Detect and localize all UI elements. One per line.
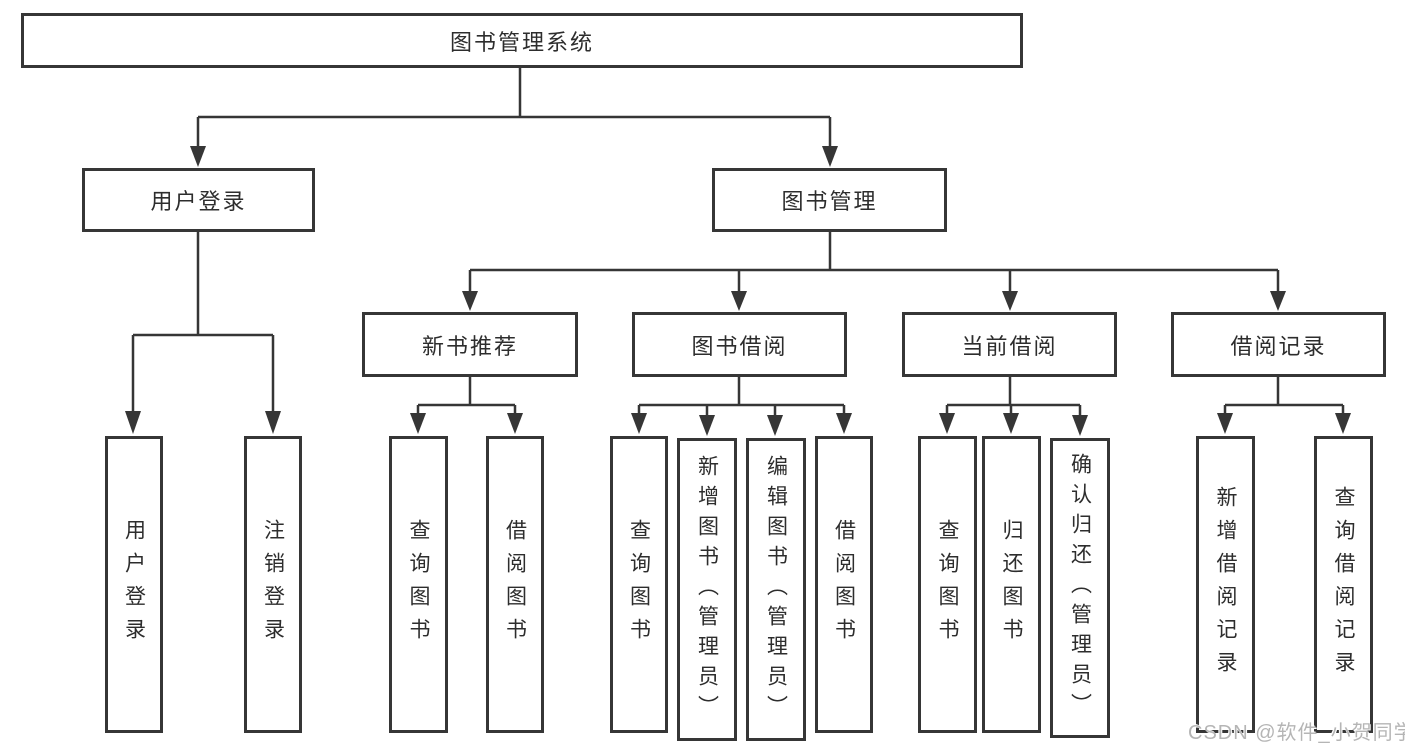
- leaf-edit-book-admin: 编辑图书（管理员）: [746, 438, 806, 741]
- node-current-borrow: 当前借阅: [902, 312, 1117, 377]
- leaf-user-login: 用户登录: [105, 436, 163, 733]
- node-book-management: 图书管理: [712, 168, 947, 232]
- leaf-query-books-1-label: 查询图书: [407, 518, 430, 651]
- leaf-query-books-2: 查询图书: [610, 436, 668, 733]
- leaf-query-books-3-label: 查询图书: [936, 518, 959, 651]
- leaf-add-borrow-record-label: 新增借阅记录: [1214, 485, 1237, 684]
- leaf-borrow-books-1: 借阅图书: [486, 436, 544, 733]
- arrowheads: [125, 146, 1351, 436]
- leaf-user-login-label: 用户登录: [122, 518, 146, 651]
- node-new-book-recommend: 新书推荐: [362, 312, 578, 377]
- leaf-query-borrow-record-label: 查询借阅记录: [1332, 485, 1355, 684]
- leaf-return-book: 归还图书: [982, 436, 1041, 733]
- leaf-logout-label: 注销登录: [261, 518, 285, 651]
- leaf-logout: 注销登录: [244, 436, 302, 733]
- leaf-borrow-books-1-label: 借阅图书: [503, 518, 527, 651]
- leaf-add-borrow-record: 新增借阅记录: [1196, 436, 1255, 733]
- leaf-add-book-admin-label: 新增图书（管理员）: [695, 454, 719, 725]
- leaf-confirm-return-admin-label: 确认归还（管理员）: [1068, 453, 1092, 723]
- leaf-confirm-return-admin: 确认归还（管理员）: [1050, 438, 1110, 738]
- leaf-add-book-admin: 新增图书（管理员）: [677, 438, 737, 741]
- leaf-query-books-2-label: 查询图书: [627, 518, 651, 651]
- leaf-borrow-books-2: 借阅图书: [815, 436, 873, 733]
- leaf-query-borrow-record: 查询借阅记录: [1314, 436, 1373, 733]
- leaf-return-book-label: 归还图书: [1000, 518, 1023, 651]
- leaf-query-books-1: 查询图书: [389, 436, 448, 733]
- leaf-edit-book-admin-label: 编辑图书（管理员）: [764, 454, 788, 725]
- watermark: CSDN @软件_小贺同学: [1188, 722, 1405, 744]
- node-user-login: 用户登录: [82, 168, 315, 232]
- node-borrow-records: 借阅记录: [1171, 312, 1386, 377]
- leaf-query-books-3: 查询图书: [918, 436, 977, 733]
- node-root: 图书管理系统: [21, 13, 1023, 68]
- node-book-borrow: 图书借阅: [632, 312, 847, 377]
- leaf-borrow-books-2-label: 借阅图书: [832, 518, 856, 651]
